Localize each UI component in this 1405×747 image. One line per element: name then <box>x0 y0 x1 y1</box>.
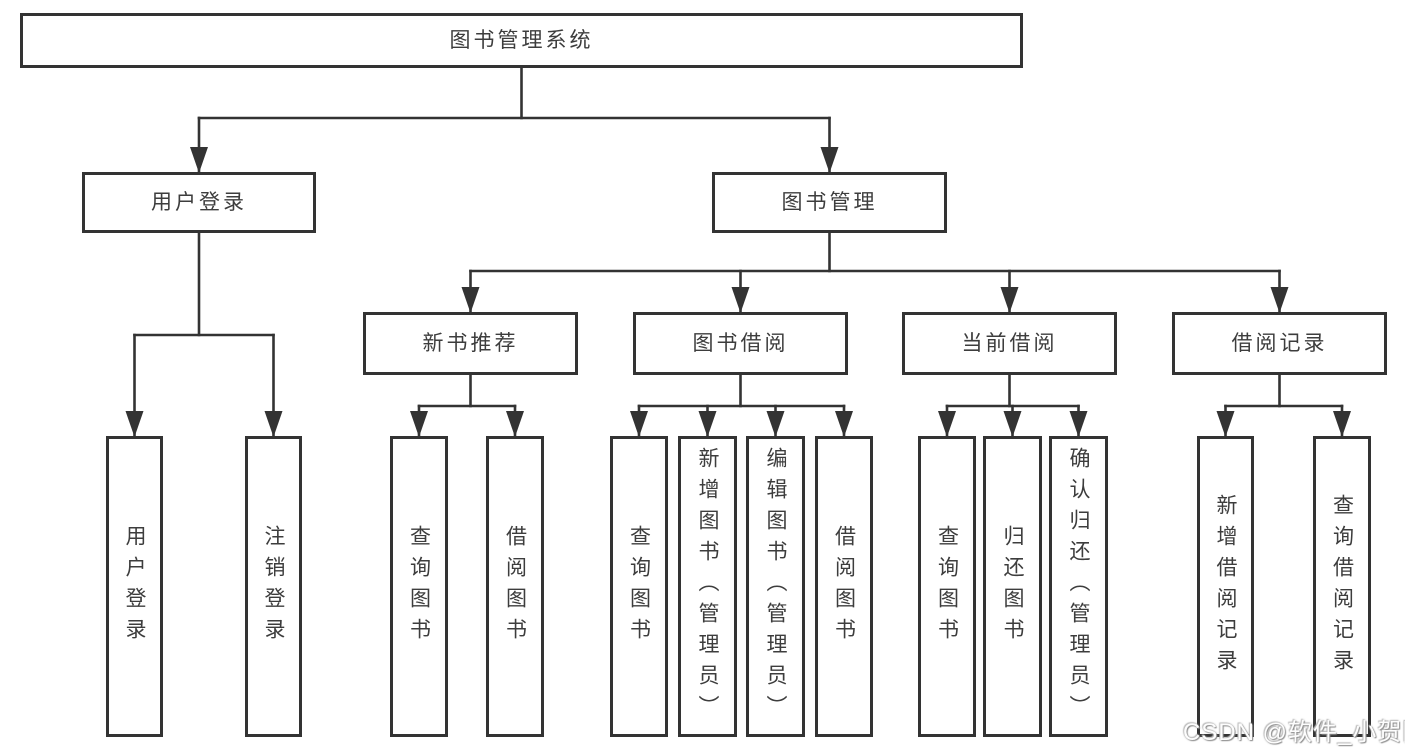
node-login-module: 用户登录 <box>82 172 316 233</box>
node-nbr-query-book-label: 查询图书 <box>407 524 431 649</box>
node-current-borrow-label: 当前借阅 <box>961 332 1058 355</box>
node-bb-query-book-label: 查询图书 <box>627 524 651 649</box>
node-bb-query-book: 查询图书 <box>610 436 668 737</box>
node-new-book-rec-label: 新书推荐 <box>422 332 519 355</box>
node-cb-confirm-return: 确认归还（管理员） <box>1049 436 1108 737</box>
node-cb-return-book: 归还图书 <box>983 436 1042 737</box>
node-system-label: 图书管理系统 <box>449 29 594 52</box>
node-cb-query-book: 查询图书 <box>918 436 976 737</box>
node-bb-edit-book: 编辑图书（管理员） <box>746 436 805 737</box>
node-bb-edit-book-label: 编辑图书（管理员） <box>764 447 787 726</box>
node-borrow-record-label: 借阅记录 <box>1231 332 1328 355</box>
node-borrow-record: 借阅记录 <box>1172 312 1387 375</box>
node-nbr-borrow-book-label: 借阅图书 <box>503 524 527 649</box>
node-br-query-record-label: 查询借阅记录 <box>1330 493 1354 680</box>
node-cb-return-book-label: 归还图书 <box>1001 524 1024 649</box>
node-new-book-rec: 新书推荐 <box>363 312 578 375</box>
node-nbr-borrow-book: 借阅图书 <box>486 436 544 737</box>
node-current-borrow: 当前借阅 <box>902 312 1117 375</box>
node-br-add-record-label: 新增借阅记录 <box>1214 493 1237 680</box>
node-login-module-label: 用户登录 <box>151 191 247 214</box>
csdn-watermark: CSDN @软件_小贺同学 <box>1183 719 1405 746</box>
node-br-query-record: 查询借阅记录 <box>1313 436 1371 737</box>
node-bb-borrow-book-label: 借阅图书 <box>832 524 856 649</box>
node-nbr-query-book: 查询图书 <box>390 436 448 737</box>
node-system: 图书管理系统 <box>20 13 1023 68</box>
node-logout: 注销登录 <box>245 436 302 737</box>
node-bb-add-book: 新增图书（管理员） <box>678 436 737 737</box>
node-book-mgmt-label: 图书管理 <box>781 191 878 214</box>
node-cb-confirm-return-label: 确认归还（管理员） <box>1067 447 1090 726</box>
node-bb-add-book-label: 新增图书（管理员） <box>696 447 719 726</box>
node-logout-label: 注销登录 <box>262 524 285 649</box>
node-cb-query-book-label: 查询图书 <box>935 524 959 649</box>
node-user-login: 用户登录 <box>106 436 163 737</box>
node-book-borrow: 图书借阅 <box>633 312 848 375</box>
node-bb-borrow-book: 借阅图书 <box>815 436 873 737</box>
node-user-login-label: 用户登录 <box>123 524 146 649</box>
node-br-add-record: 新增借阅记录 <box>1197 436 1254 737</box>
node-book-mgmt: 图书管理 <box>712 172 947 233</box>
node-book-borrow-label: 图书借阅 <box>692 332 789 355</box>
